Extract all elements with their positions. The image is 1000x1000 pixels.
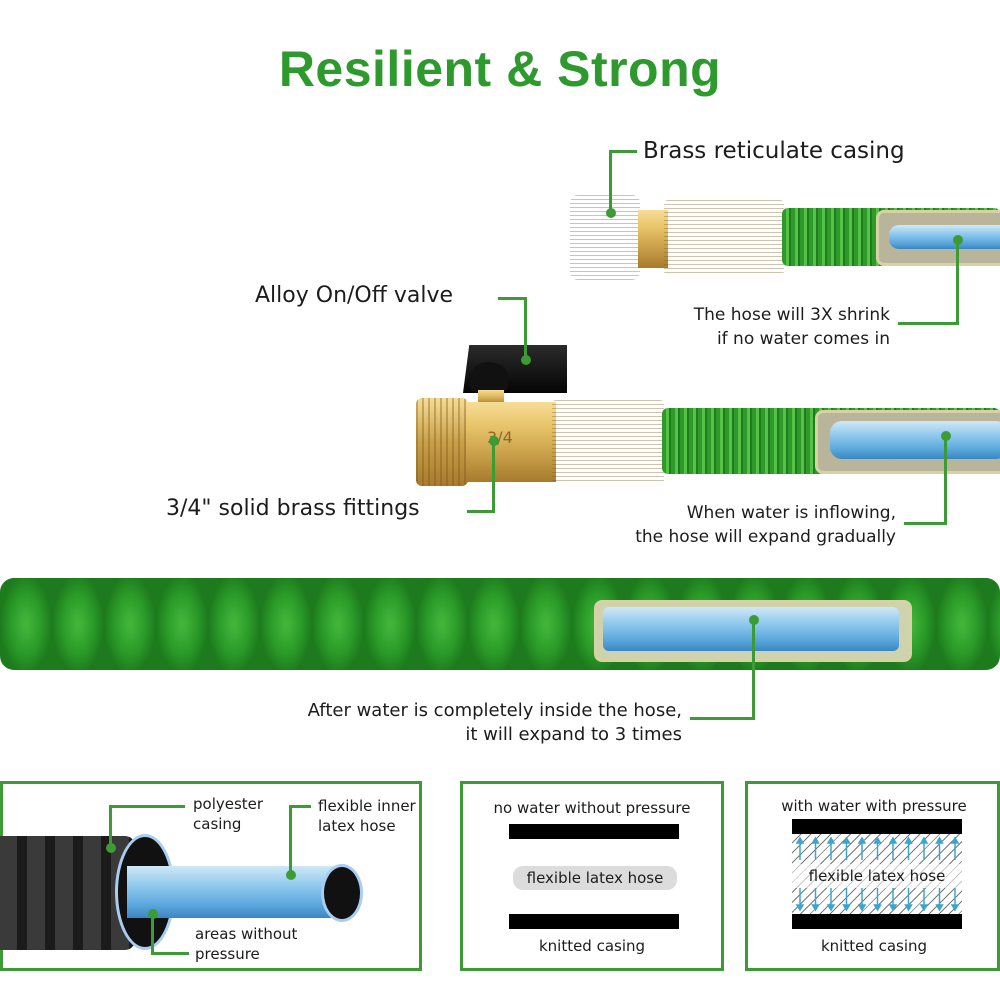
pressure-arrow-head bbox=[919, 904, 929, 912]
callout-inflow: When water is inflowing, the hose will e… bbox=[635, 503, 896, 547]
callout-expand: After water is completely inside the hos… bbox=[307, 700, 682, 745]
label-polyester: polyester casing bbox=[193, 795, 264, 833]
pressure-arrow-head bbox=[842, 836, 851, 844]
brass-coupling-nut bbox=[570, 195, 640, 280]
casing-bar-bottom bbox=[509, 914, 679, 929]
callout-shrink: The hose will 3X shrink if no water come… bbox=[693, 305, 890, 349]
pressure-arrow-head bbox=[873, 836, 882, 844]
pressure-arrow-head bbox=[826, 904, 836, 912]
pressure-arrow-head bbox=[842, 904, 851, 912]
pressure-arrow-head bbox=[935, 904, 944, 912]
casing-bar-top-2 bbox=[792, 819, 962, 834]
pressure-arrow-head bbox=[857, 904, 867, 912]
valve-knob bbox=[470, 362, 508, 392]
valve-body bbox=[466, 402, 556, 482]
pressure-arrow-head bbox=[950, 836, 960, 844]
panel-cross-section: polyester casing flexible inner latex ho… bbox=[0, 781, 422, 971]
outer-casing bbox=[0, 836, 135, 950]
pressure-arrow-head bbox=[811, 904, 820, 912]
panel-with-pressure: with water with pressure flexible latex … bbox=[745, 781, 1000, 971]
pressure-arrow-head bbox=[904, 904, 913, 912]
inner-tube-end bbox=[321, 864, 363, 922]
threaded-fitting bbox=[416, 398, 468, 486]
casing-bar-top bbox=[509, 824, 679, 839]
label-inner-hose: flexible inner latex hose bbox=[318, 797, 416, 835]
brass-collar-2 bbox=[552, 400, 664, 484]
pressure-arrow-head bbox=[950, 904, 960, 912]
pressure-arrow-head bbox=[857, 836, 867, 844]
callout-brass-casing: Brass reticulate casing bbox=[643, 138, 905, 164]
footer-no-pressure: knitted casing bbox=[538, 937, 646, 955]
callout-valve: Alloy On/Off valve bbox=[255, 283, 454, 308]
label-areas: areas without pressure bbox=[195, 925, 298, 963]
inner-latex-tube bbox=[127, 866, 349, 918]
pressure-arrow-head bbox=[795, 904, 805, 912]
pressure-arrow-head bbox=[811, 836, 820, 844]
hose-cutaway bbox=[876, 210, 1000, 266]
pressure-arrow-head bbox=[873, 904, 882, 912]
pressure-arrow-head bbox=[919, 836, 929, 844]
pressure-arrow-head bbox=[826, 836, 836, 844]
heading-with-pressure: with water with pressure bbox=[781, 797, 967, 815]
pressure-arrow-head bbox=[888, 836, 898, 844]
valve-stem bbox=[478, 390, 504, 405]
callout-fittings: 3/4" solid brass fittings bbox=[166, 496, 420, 521]
latex-hose-pill bbox=[513, 866, 677, 890]
casing-bar-bottom-2 bbox=[792, 914, 962, 929]
brass-neck bbox=[638, 210, 668, 268]
hose-cutaway-2 bbox=[815, 410, 1000, 474]
page-title: Resilient & Strong bbox=[278, 41, 722, 97]
pressure-arrow-head bbox=[795, 836, 805, 844]
heading-no-pressure: no water without pressure bbox=[493, 799, 691, 817]
pressure-arrow-head bbox=[888, 904, 898, 912]
brass-collar bbox=[664, 200, 784, 275]
pressure-arrow-head bbox=[935, 836, 944, 844]
pressure-arrows bbox=[795, 836, 960, 912]
pressure-arrow-head bbox=[904, 836, 913, 844]
panel-no-pressure: no water without pressure flexible latex… bbox=[460, 781, 724, 971]
footer-with-pressure: knitted casing bbox=[820, 937, 928, 955]
